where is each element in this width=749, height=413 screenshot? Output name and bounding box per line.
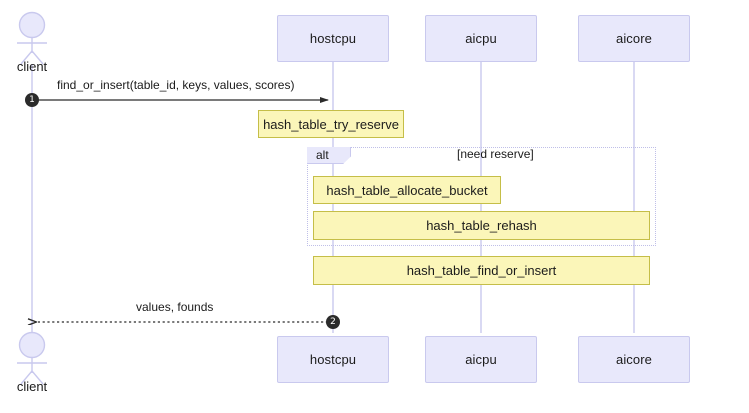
participant-label: hostcpu xyxy=(309,31,357,46)
sequence-badge-1: 1 xyxy=(25,93,39,107)
sequence-badge-2: 2 xyxy=(326,315,340,329)
note-hash-table-find-or-insert[interactable]: hash_table_find_or_insert xyxy=(313,256,650,285)
participant-hostcpu-top[interactable]: hostcpu xyxy=(277,15,389,62)
participant-hostcpu-bottom[interactable]: hostcpu xyxy=(277,336,389,383)
note-hash-table-rehash[interactable]: hash_table_rehash xyxy=(313,211,650,240)
participant-label: aicpu xyxy=(465,31,497,46)
participant-label: hostcpu xyxy=(309,352,357,367)
participant-label: aicpu xyxy=(465,352,497,367)
actor-label-client-bottom: client xyxy=(16,379,48,394)
participant-aicpu-top[interactable]: aicpu xyxy=(425,15,537,62)
message-label-values-founds: values, founds xyxy=(136,300,214,314)
note-label: hash_table_rehash xyxy=(426,218,537,233)
note-hash-table-allocate-bucket[interactable]: hash_table_allocate_bucket xyxy=(313,176,501,204)
participant-label: aicore xyxy=(615,352,652,367)
note-label: hash_table_find_or_insert xyxy=(406,263,557,278)
actor-label-client-top: client xyxy=(16,59,48,74)
participant-aicpu-bottom[interactable]: aicpu xyxy=(425,336,537,383)
note-label: hash_table_try_reserve xyxy=(263,116,399,132)
fragment-alt-need-reserve xyxy=(307,147,656,246)
message-label-find-or-insert: find_or_insert(table_id, keys, values, s… xyxy=(57,78,295,92)
note-hash-table-try-reserve[interactable]: hash_table_try_reserve xyxy=(258,110,404,138)
note-label: hash_table_allocate_bucket xyxy=(326,182,488,198)
participant-aicore-top[interactable]: aicore xyxy=(578,15,690,62)
actor-client-top xyxy=(17,11,47,65)
fragment-guard-condition: [need reserve] xyxy=(457,147,534,161)
participant-label: aicore xyxy=(615,31,652,46)
participant-aicore-bottom[interactable]: aicore xyxy=(578,336,690,383)
actor-client-bottom xyxy=(17,331,47,385)
fragment-operator-label: alt xyxy=(307,147,351,164)
